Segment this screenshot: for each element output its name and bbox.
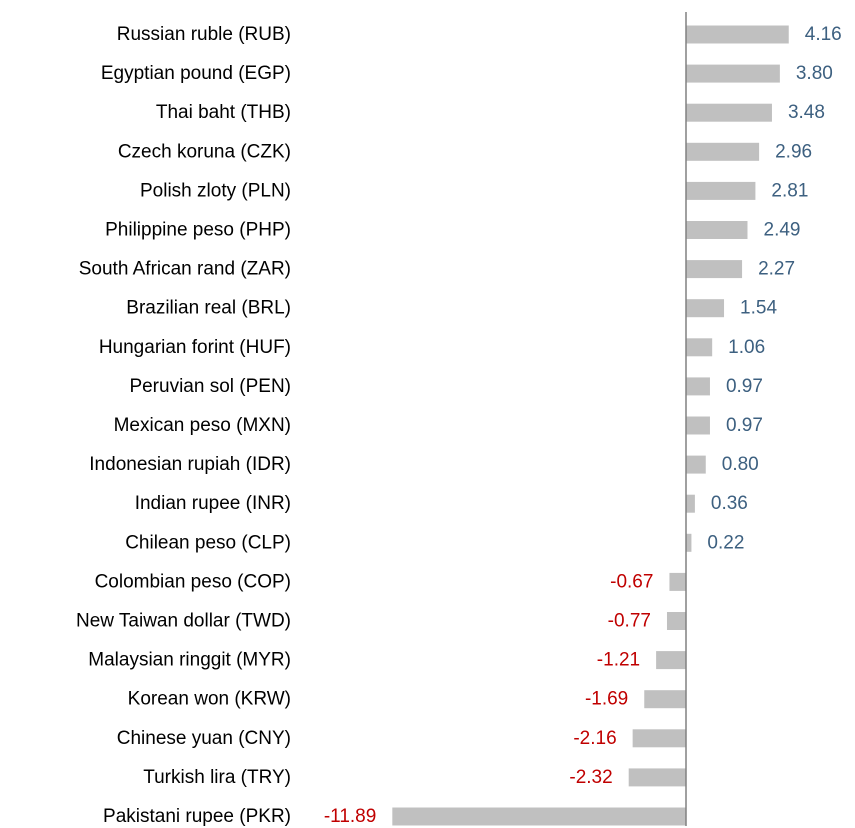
value-label: 1.06 — [728, 337, 765, 358]
value-label: 2.49 — [764, 220, 801, 241]
bar-17 — [644, 690, 686, 709]
bar-15 — [666, 612, 686, 630]
value-label: -11.89 — [324, 806, 376, 827]
value-label: 2.96 — [775, 141, 812, 162]
category-label: Chinese yuan (CNY) — [117, 728, 291, 749]
category-label: Turkish lira (TRY) — [143, 767, 291, 788]
category-label: Hungarian forint (HUF) — [99, 337, 291, 358]
category-label: Russian ruble (RUB) — [117, 24, 291, 45]
category-label: Indonesian rupiah (IDR) — [89, 454, 291, 475]
bar-5 — [686, 221, 748, 239]
value-label: 0.22 — [707, 532, 744, 553]
bar-12 — [686, 494, 695, 513]
value-label: -1.69 — [585, 689, 628, 710]
category-label: Pakistani rupee (PKR) — [103, 806, 291, 827]
bars-group — [392, 25, 789, 826]
bar-4 — [686, 181, 756, 200]
bar-20 — [392, 807, 686, 826]
category-label: Malaysian ringgit (MYR) — [88, 650, 291, 671]
category-label: Thai baht (THB) — [156, 102, 291, 123]
category-label: Korean won (KRW) — [128, 689, 291, 710]
value-label: 1.54 — [740, 298, 777, 319]
value-label: 4.16 — [805, 24, 842, 45]
category-labels-group: Russian ruble (RUB) Egyptian pound (EGP) T… — [76, 24, 291, 827]
bar-13 — [686, 533, 692, 552]
bar-3 — [686, 142, 760, 161]
category-label: Philippine peso (PHP) — [105, 220, 291, 241]
bar-7 — [686, 299, 725, 318]
bar-10 — [686, 416, 710, 435]
bar-14 — [669, 572, 686, 591]
category-label: Polish zloty (PLN) — [140, 180, 291, 201]
value-label: 0.97 — [726, 376, 763, 397]
bar-11 — [686, 455, 706, 474]
value-label: -0.67 — [610, 571, 653, 592]
value-label: -0.77 — [608, 611, 651, 632]
category-label: Indian rupee (INR) — [135, 493, 291, 514]
value-label: -2.16 — [573, 728, 616, 749]
value-label: -1.21 — [597, 650, 640, 671]
bar-16 — [656, 651, 686, 670]
category-label: Egyptian pound (EGP) — [101, 63, 291, 84]
category-label: Brazilian real (BRL) — [126, 298, 291, 319]
category-label: Mexican peso (MXN) — [114, 415, 291, 436]
value-label: -2.32 — [569, 767, 612, 788]
category-label: South African rand (ZAR) — [79, 259, 291, 280]
category-label: Chilean peso (CLP) — [125, 532, 291, 553]
bar-8 — [686, 338, 713, 357]
bar-18 — [632, 729, 686, 748]
bar-1 — [686, 64, 780, 83]
category-label: Peruvian sol (PEN) — [129, 376, 291, 397]
value-label: 3.80 — [796, 63, 833, 84]
category-label: Colombian peso (COP) — [95, 571, 291, 592]
value-label: 3.48 — [788, 102, 825, 123]
value-label: 2.27 — [758, 259, 795, 280]
bar-2 — [686, 103, 772, 122]
bar-0 — [686, 25, 789, 44]
category-label: Czech koruna (CZK) — [118, 141, 291, 162]
bar-19 — [628, 768, 686, 787]
bar-6 — [686, 260, 743, 279]
value-label: 0.36 — [711, 493, 748, 514]
value-labels-group: 4.16 3.80 3.48 2.96 2.81 2.49 2.27 1.54 1.06 0.97… — [324, 24, 842, 827]
bar-9 — [686, 377, 710, 396]
value-label: 0.97 — [726, 415, 763, 436]
value-label: 2.81 — [771, 180, 808, 201]
category-label: New Taiwan dollar (TWD) — [76, 611, 291, 632]
value-label: 0.80 — [722, 454, 759, 475]
